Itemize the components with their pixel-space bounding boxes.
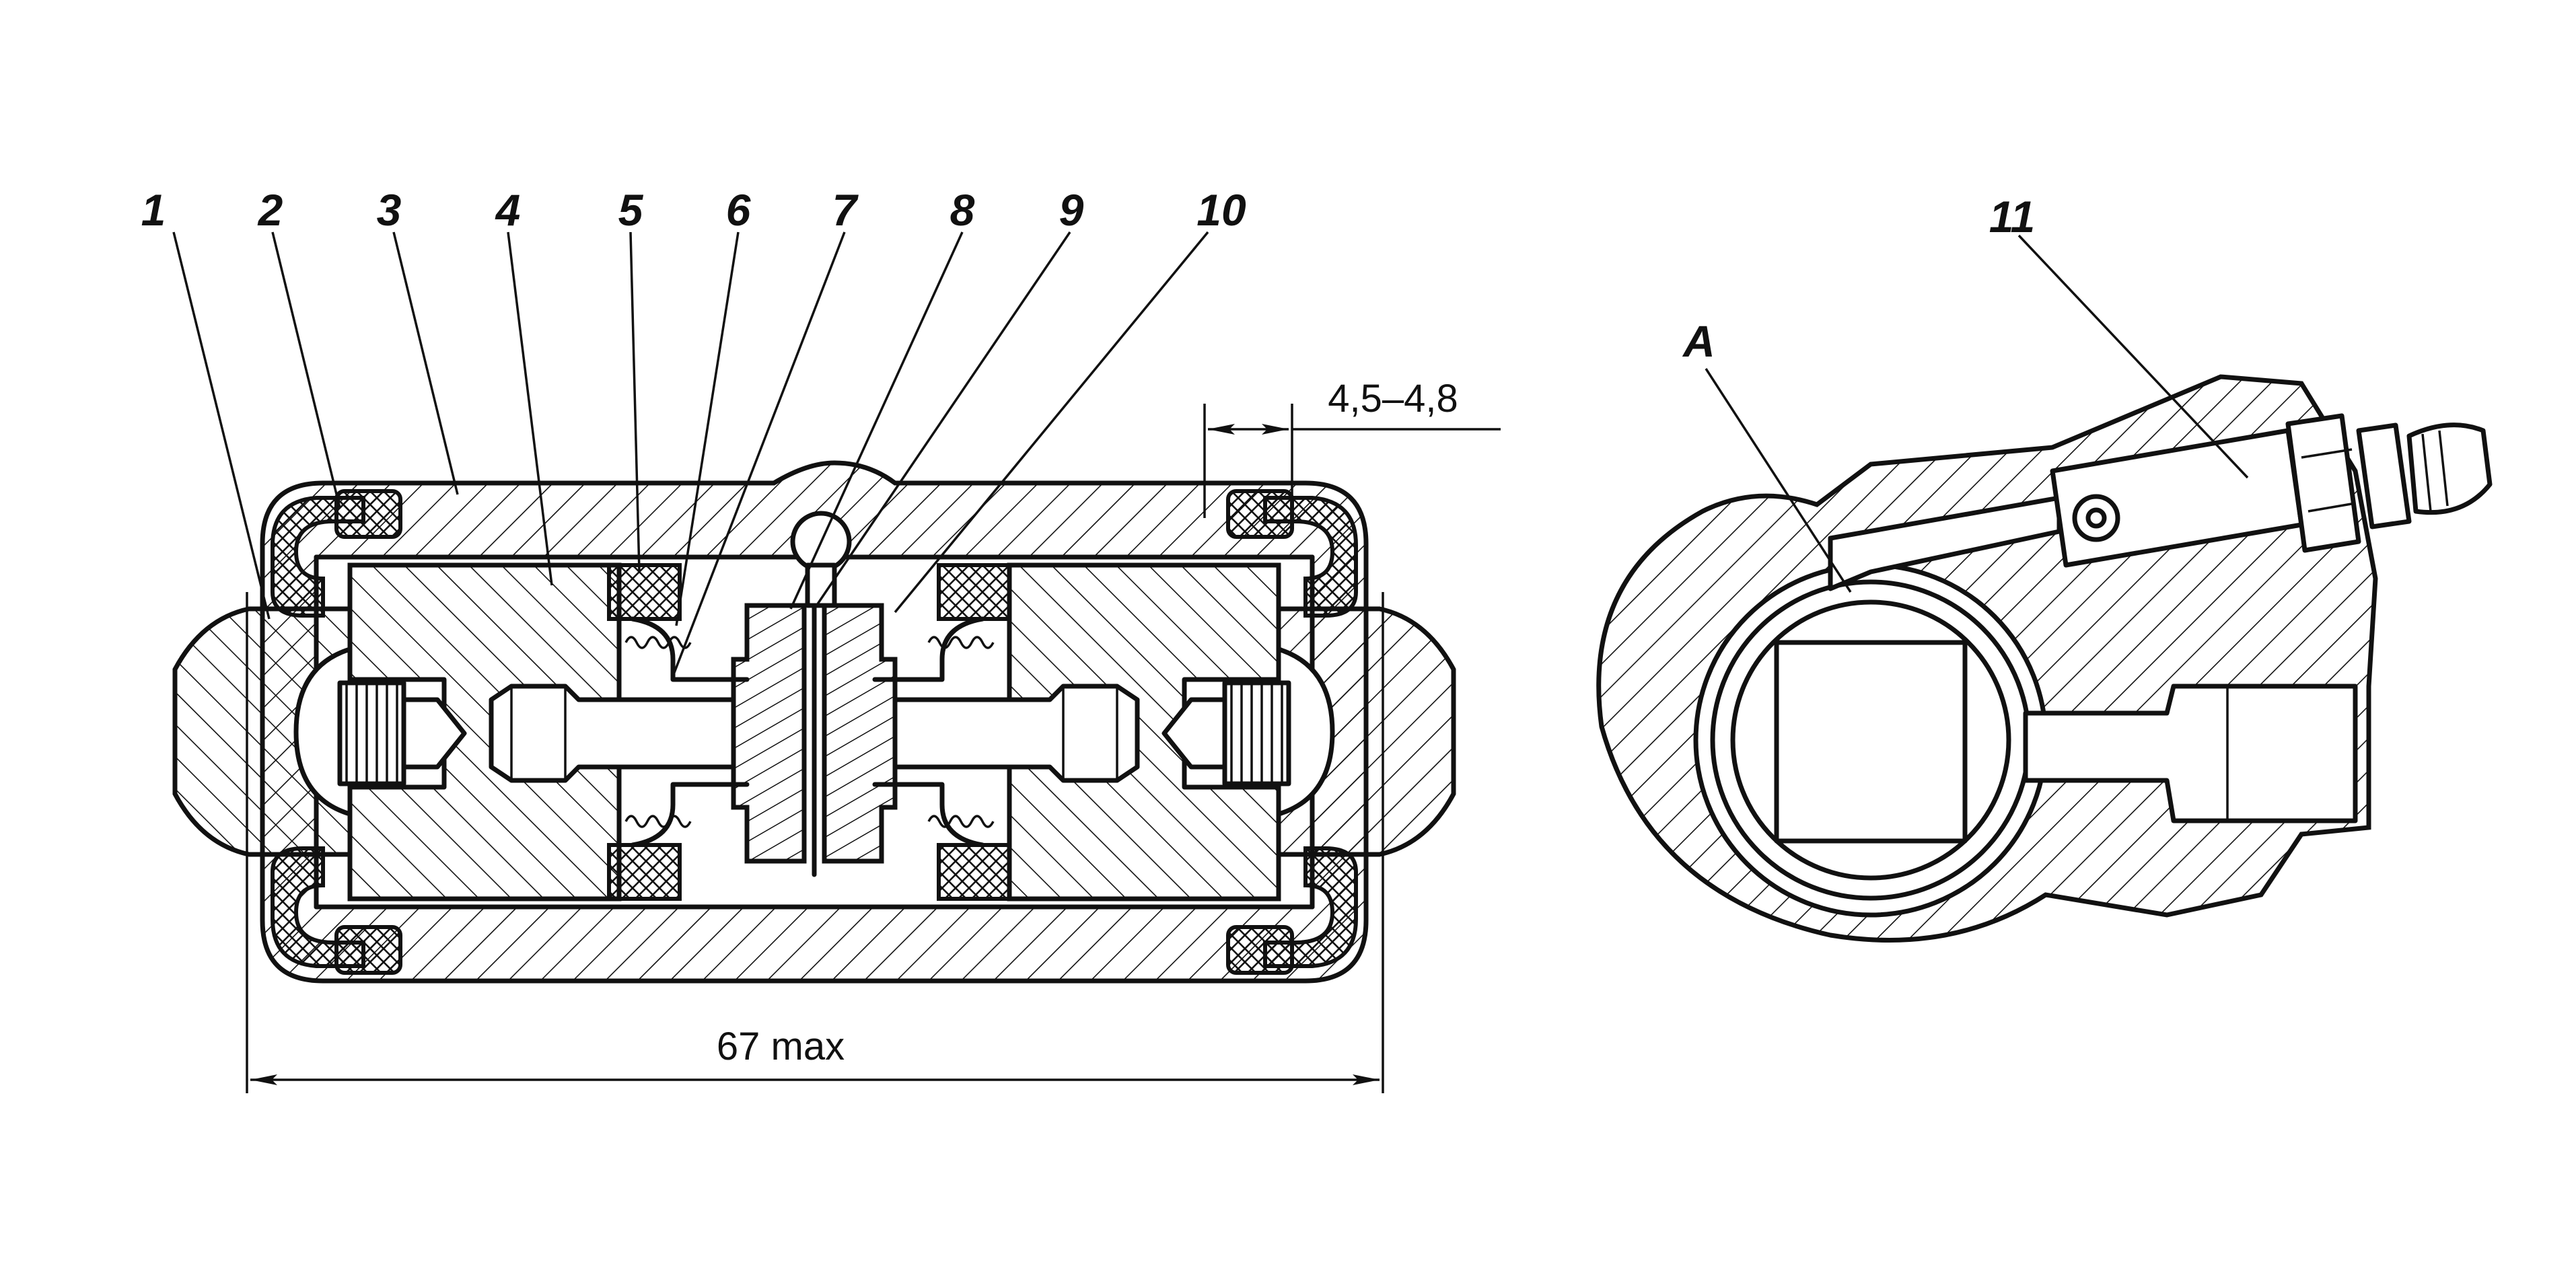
leader-line-11 (2017, 234, 2249, 479)
leader-lines (172, 231, 1209, 677)
central-ring-assembly (731, 511, 898, 877)
dimension-overall-length-text: 67 max (717, 1025, 845, 1068)
label-2: 2 (257, 185, 283, 235)
label-1: 1 (141, 185, 166, 235)
adjusting-screw-left (337, 680, 467, 786)
sealing-cup (607, 563, 1011, 901)
thrust-piece-right (1276, 606, 1456, 857)
protective-boot-left (271, 489, 402, 975)
spring (624, 636, 995, 828)
label-10: 10 (1196, 185, 1246, 235)
label-6: 6 (726, 185, 752, 235)
label-4: 4 (495, 185, 521, 235)
bleeder-valve (2050, 413, 2493, 568)
adjusting-screw-right (1161, 680, 1291, 786)
label-11: 11 (1989, 192, 2036, 242)
label-9: 9 (1059, 185, 1084, 235)
cylinder-section-view: 67 max 4,5–4,8 (172, 231, 1501, 1093)
label-5: 5 (618, 185, 644, 235)
cylinder-end-view (1596, 234, 2493, 943)
dimension-gap: 4,5–4,8 (1203, 377, 1501, 518)
thrust-piece-left (172, 606, 353, 857)
leader-line-A (1705, 368, 1852, 593)
label-A: A (1682, 316, 1715, 366)
pushrod-left (489, 684, 736, 783)
pushrod-right (892, 684, 1140, 783)
part-labels: 1 2 3 4 5 6 7 8 9 10 11 A (141, 185, 2036, 366)
label-7: 7 (832, 185, 859, 235)
dimension-overall-length: 67 max (246, 592, 1384, 1093)
label-8: 8 (950, 185, 975, 235)
label-3: 3 (377, 185, 402, 235)
protective-boot-right (1226, 489, 1358, 975)
cup-support (630, 616, 985, 848)
end-view-body (1596, 374, 2378, 943)
dimension-gap-text: 4,5–4,8 (1328, 377, 1458, 420)
